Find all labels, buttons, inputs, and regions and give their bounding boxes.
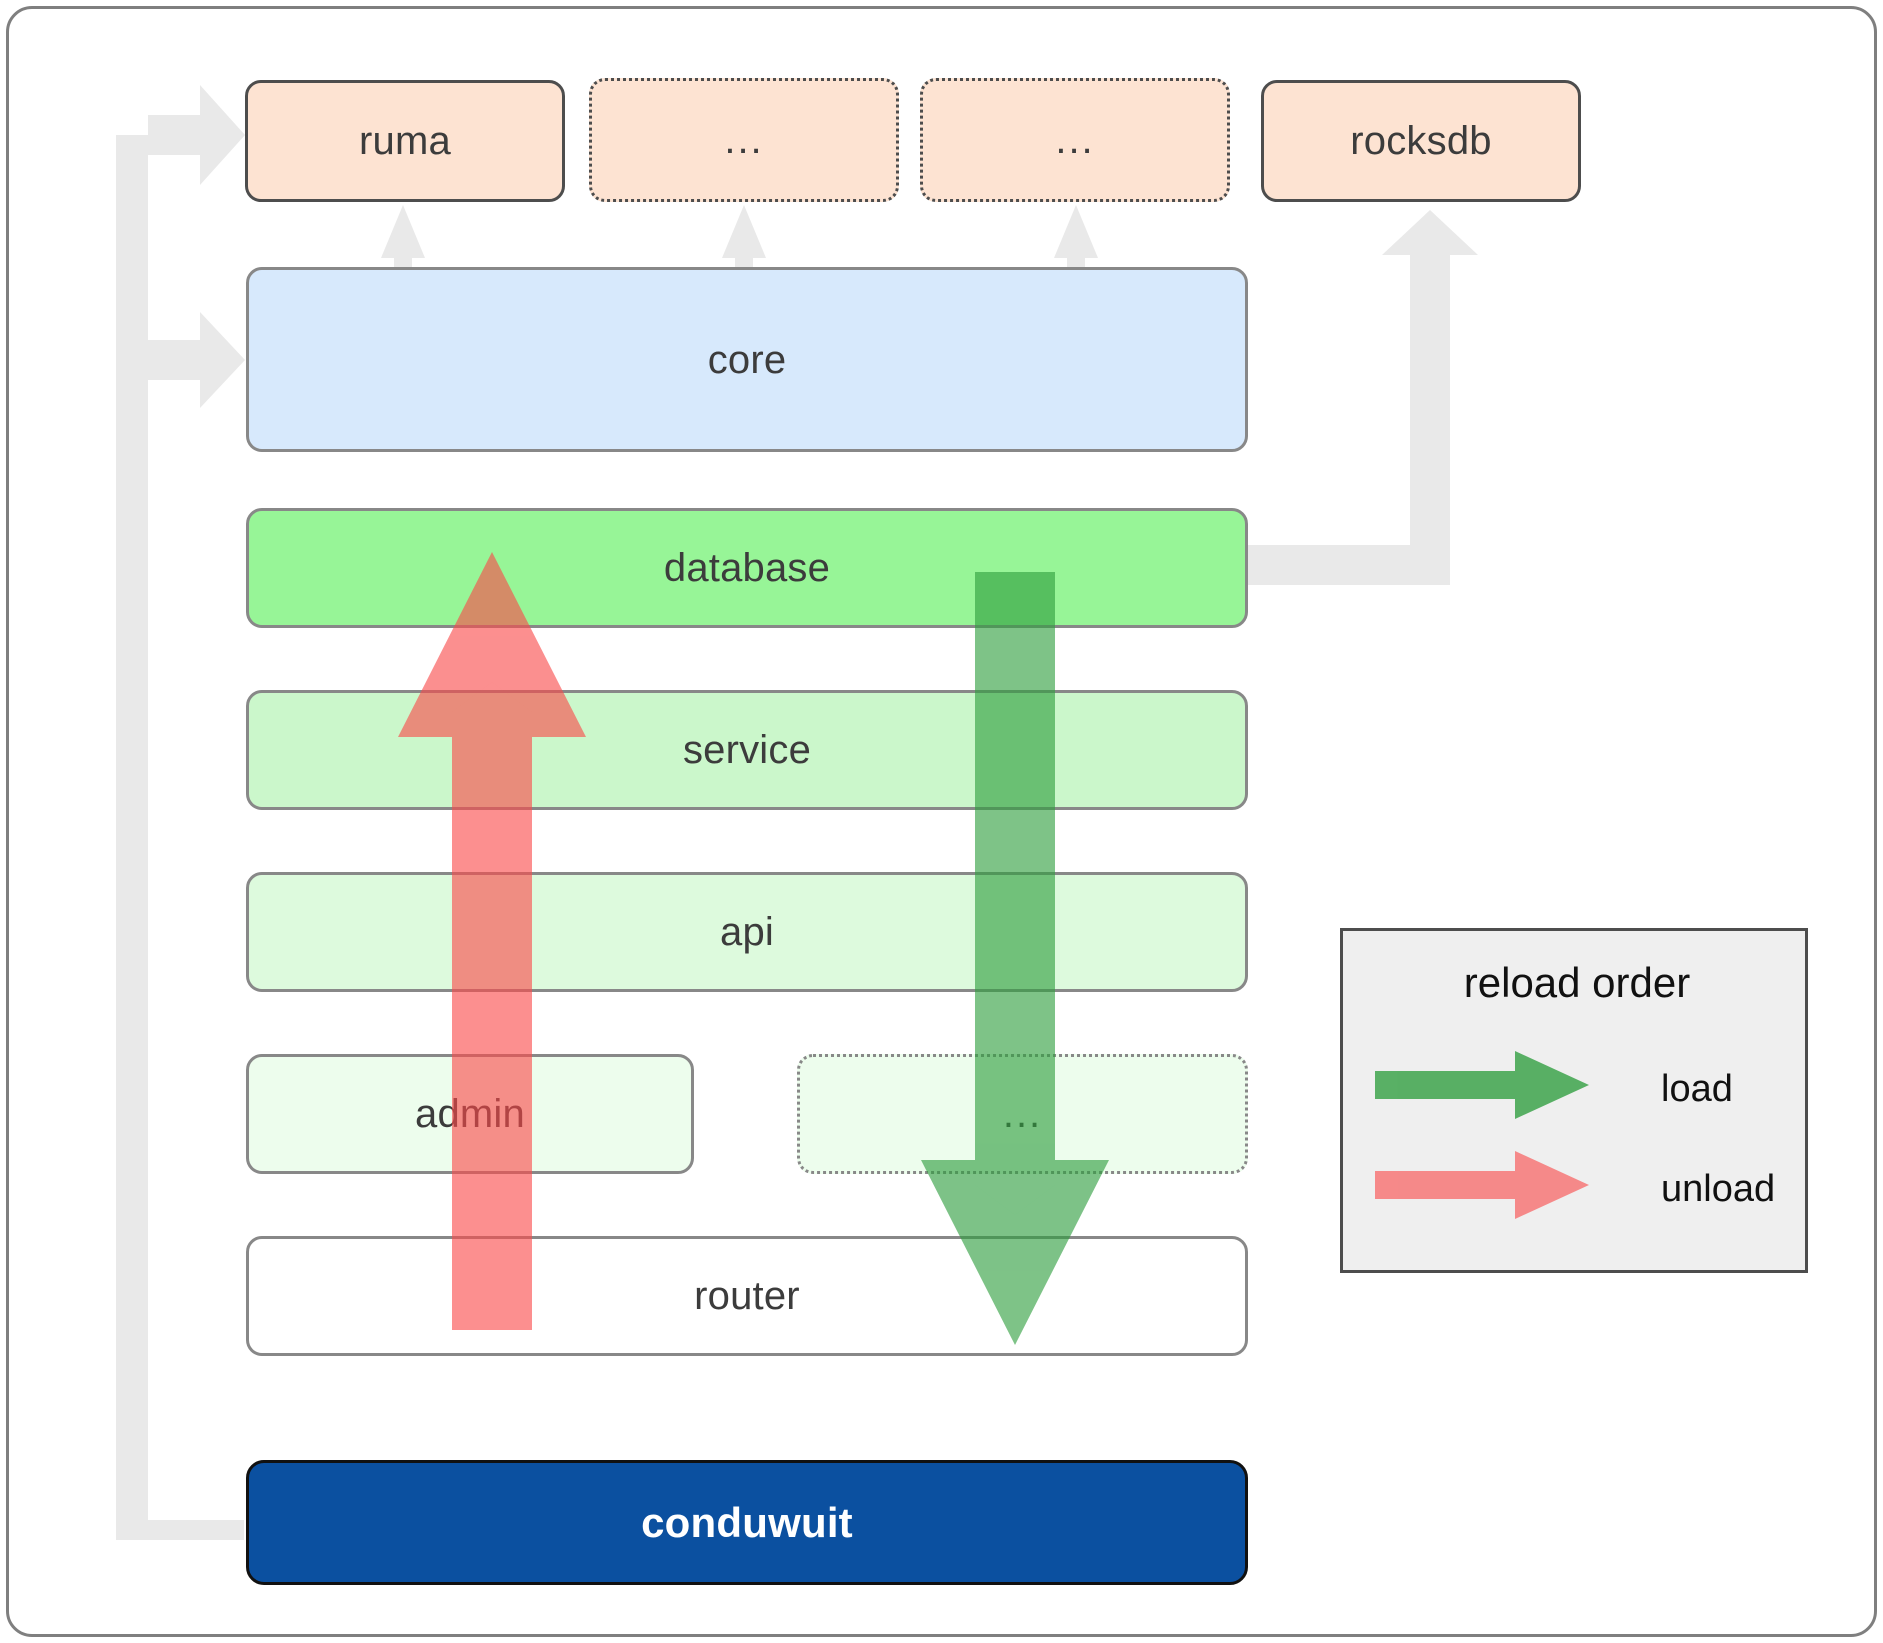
crate-label-more: ...	[1002, 1092, 1043, 1136]
crate-box-api[interactable]: api	[246, 872, 1248, 992]
legend-arrow-graphics	[1375, 1051, 1589, 1219]
crate-label-conduwuit: conduwuit	[641, 1498, 853, 1546]
legend-label-load: load	[1661, 1068, 1733, 1110]
dependency-label-rocksdb: rocksdb	[1350, 119, 1492, 163]
crate-label-database: database	[663, 546, 831, 590]
crate-label-service: service	[682, 728, 812, 772]
crate-box-admin[interactable]: admin	[246, 1054, 694, 1174]
crate-label-core: core	[707, 337, 787, 382]
crate-box-database[interactable]: database	[246, 508, 1248, 628]
crate-label-admin: admin	[415, 1092, 525, 1136]
legend-panel: reload order load unload	[1340, 928, 1808, 1273]
crate-label-router: router	[694, 1274, 800, 1318]
crate-box-router[interactable]: router	[246, 1236, 1248, 1356]
legend-load-arrow	[1375, 1051, 1589, 1119]
dependency-label-dep-2: ...	[1055, 118, 1095, 162]
crate-box-conduwuit[interactable]: conduwuit	[246, 1460, 1248, 1585]
diagram-frame	[6, 6, 1877, 1637]
legend-title: reload order	[1463, 959, 1691, 1006]
dependency-box-dep-1[interactable]: ...	[589, 78, 899, 202]
dependency-label-ruma: ruma	[359, 119, 451, 163]
dependency-label-dep-1: ...	[724, 118, 764, 162]
dependency-box-ruma[interactable]: ruma	[245, 80, 565, 202]
crate-label-api: api	[720, 910, 774, 954]
crate-box-more[interactable]: ...	[797, 1054, 1248, 1174]
crate-box-service[interactable]: service	[246, 690, 1248, 810]
legend-unload-arrow	[1375, 1151, 1589, 1219]
dependency-box-dep-2[interactable]: ...	[920, 78, 1230, 202]
legend-label-unload: unload	[1661, 1168, 1776, 1210]
dependency-box-rocksdb[interactable]: rocksdb	[1261, 80, 1581, 202]
crate-box-core[interactable]: core	[246, 267, 1248, 452]
